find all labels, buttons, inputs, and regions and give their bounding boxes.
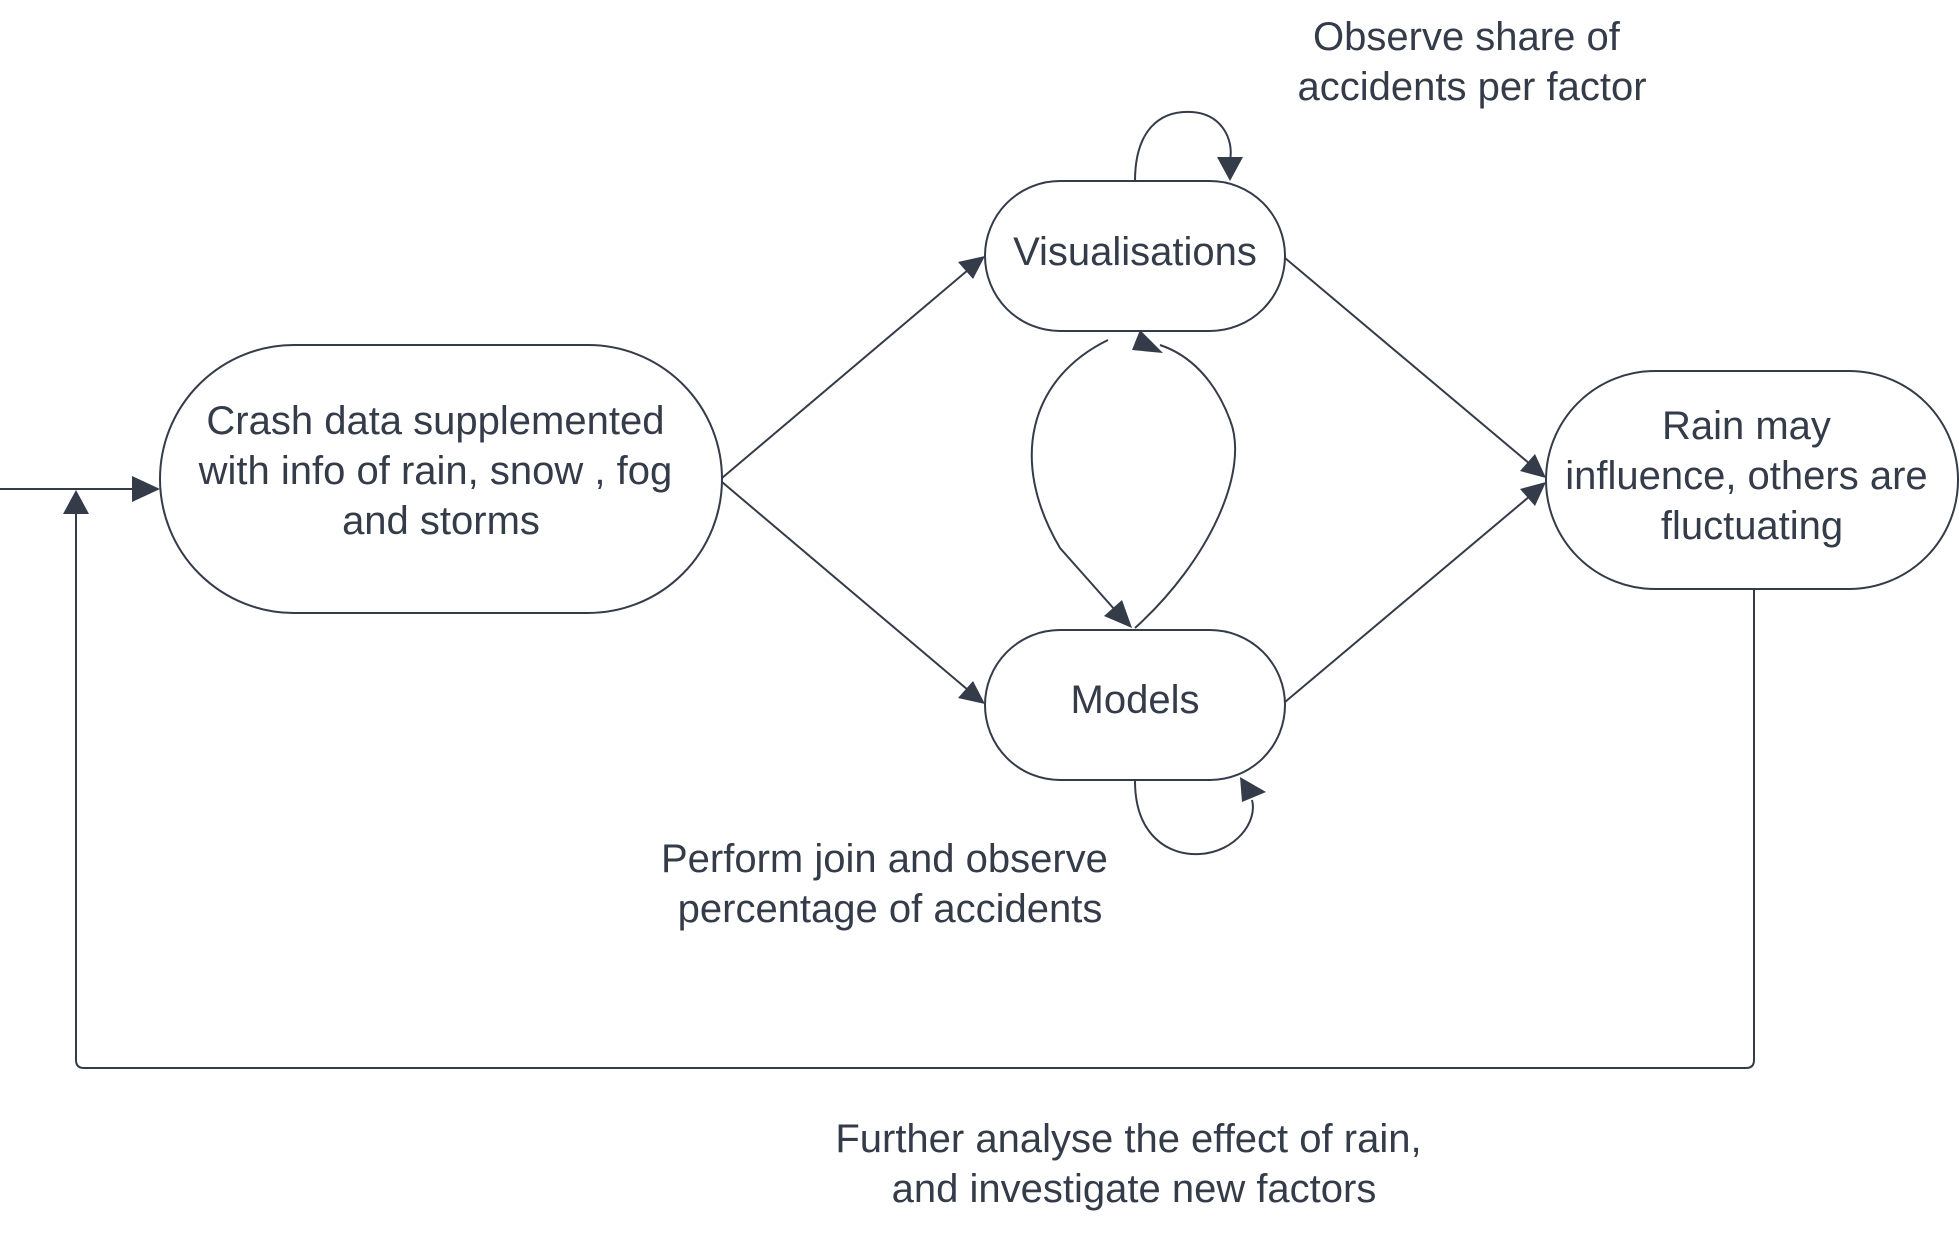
edge-models-self-loop — [1134, 780, 1254, 856]
arrowhead-visualisations-to-models — [1104, 600, 1132, 628]
edges — [0, 110, 1755, 1069]
note-observe-share: Observe share of accidents per factor — [1297, 15, 1646, 109]
node-rain-may-label: Rain may influence, others are fluctuati… — [1565, 404, 1939, 548]
node-crash-data: Crash data supplemented with info of rai… — [159, 344, 723, 614]
edge-crash-to-models — [721, 481, 969, 691]
note-perform-join: Perform join and observe percentage of a… — [661, 837, 1119, 931]
arrowhead-models-to-visualisations — [1132, 330, 1163, 353]
edge-visualisations-to-rain — [1284, 257, 1531, 465]
node-visualisations-label: Visualisations — [1013, 230, 1257, 274]
edge-feedback-loop — [75, 512, 1755, 1069]
arrowhead-models-to-rain — [1520, 482, 1546, 506]
edge-visualisations-self-loop — [1134, 110, 1232, 182]
node-models: Models — [984, 629, 1286, 781]
edge-visualisations-to-models — [1030, 339, 1116, 611]
edge-models-to-rain — [1284, 495, 1531, 703]
entry-arrowhead — [132, 476, 160, 502]
node-crash-data-label: Crash data supplemented with info of rai… — [198, 399, 684, 543]
arrowhead-crash-to-visualisations — [958, 256, 985, 279]
arrowhead-visualisations-self-loop — [1217, 157, 1243, 181]
arrowhead-visualisations-to-rain — [1520, 454, 1546, 478]
node-rain-may: Rain may influence, others are fluctuati… — [1545, 370, 1959, 590]
arrowhead-crash-to-models — [958, 681, 985, 704]
edge-crash-to-visualisations — [721, 269, 969, 479]
note-further-analyse: Further analyse the effect of rain, and … — [835, 1117, 1432, 1211]
edge-models-to-visualisations — [1134, 344, 1237, 629]
arrowhead-feedback-loop — [63, 490, 89, 514]
arrowhead-models-self-loop — [1240, 777, 1266, 802]
node-models-label: Models — [1071, 678, 1200, 722]
node-visualisations: Visualisations — [984, 180, 1286, 332]
